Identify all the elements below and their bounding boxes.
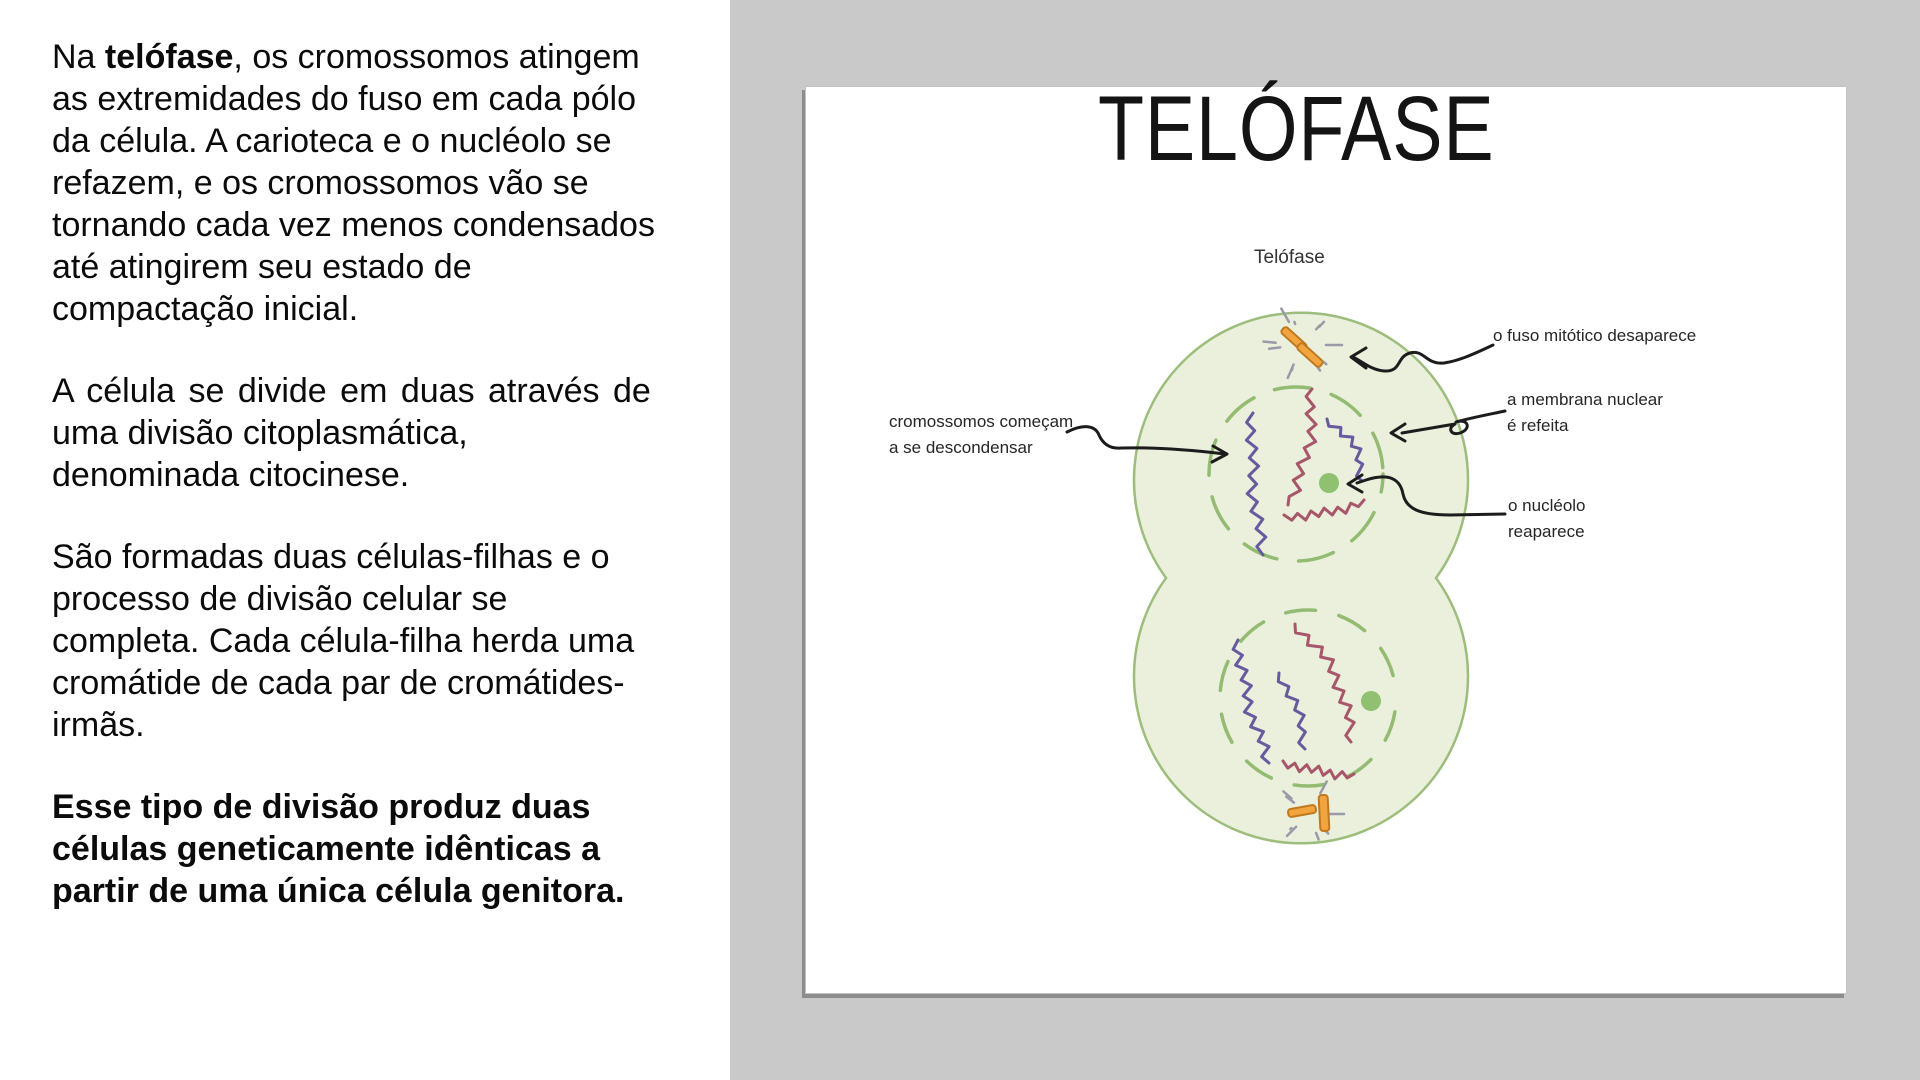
centrioles-top (1280, 326, 1324, 368)
chromosome-squiggle (1286, 387, 1318, 507)
chromosomes-top-cell (1244, 387, 1366, 557)
label-line: o fuso mitótico desaparece (1493, 326, 1697, 345)
annotation-arrows (1065, 343, 1507, 517)
paragraph-telophase-intro: Na telófase, os cromossomos atingem as e… (52, 36, 730, 330)
text-run: Na (52, 38, 105, 76)
telophase-diagram (1065, 307, 1507, 845)
text-line: células geneticamente idênticas a (52, 830, 601, 868)
aster-ray (1293, 320, 1297, 326)
aster-ray (1314, 831, 1320, 841)
text-run-bold-telofase: telófase (104, 38, 234, 76)
aster-ray (1290, 367, 1294, 372)
chromosome-squiggle (1293, 622, 1356, 744)
text-line: Na telófase, os cromossomos atingem (52, 36, 730, 78)
nucleolus-bottom-cell (1361, 691, 1381, 711)
label-nucleolus-reappears: o nucléolo reaparece (1508, 493, 1586, 545)
text-line: da célula. A carioteca e o nucléolo se (52, 122, 612, 160)
arrow-spindle (1349, 343, 1495, 373)
aster-ray (1314, 324, 1321, 331)
slide-title: TELÓFASE (1098, 78, 1495, 180)
centriole-icon (1296, 342, 1324, 368)
text-line: uma divisão citoplasmática, (52, 414, 468, 452)
text-panel: Na telófase, os cromossomos atingem as e… (0, 0, 730, 1080)
paragraph-cytokinesis: A célula se divide em duas através de um… (52, 370, 730, 496)
centriole-icon (1286, 804, 1318, 818)
aster-ray (1285, 825, 1298, 838)
aster-rays-top (1262, 307, 1344, 380)
aster-ray (1262, 340, 1277, 344)
label-line: reaparece (1508, 522, 1585, 541)
chromosomes-bottom-cell (1231, 622, 1356, 781)
label-line: a se descondensar (889, 438, 1033, 457)
chromosome-squiggle (1244, 411, 1268, 557)
text-line: completa. Cada célula-filha herda uma (52, 622, 635, 660)
arrow-nucleolus (1346, 473, 1507, 517)
paragraph-identical-cells: Esse tipo de divisão produz duas células… (52, 786, 730, 912)
label-line: cromossomos começam (889, 412, 1074, 431)
paragraph-daughter-cells: São formadas duas células-filhas e o pro… (52, 536, 730, 746)
text-line: as extremidades do fuso em cada pólo (52, 80, 637, 118)
aster-ray (1286, 363, 1295, 380)
chromosome-squiggle (1276, 671, 1307, 751)
text-line: irmãs. (52, 706, 145, 744)
nuclear-envelope-top-cell (1207, 385, 1385, 563)
text-run: , os cromossomos atingem (233, 38, 640, 76)
chromosome-squiggle (1282, 498, 1366, 522)
label-spindle-disappears: o fuso mitótico desaparece (1493, 323, 1696, 349)
text-line: até atingirem seu estado de (52, 248, 472, 286)
cell-pair-outline (1132, 311, 1470, 845)
text-line: Esse tipo de divisão produz duas (52, 788, 591, 826)
diagram-caption: Telófase (1254, 247, 1325, 268)
aster-ray (1289, 826, 1293, 831)
aster-ray (1280, 307, 1291, 324)
chromosome-squiggle (1281, 759, 1356, 781)
aster-ray (1282, 790, 1293, 800)
chromosome-squiggle (1325, 417, 1365, 483)
nucleolus-top-cell (1319, 473, 1339, 493)
nuclear-envelope-bottom-cell (1218, 608, 1398, 788)
label-nuclear-membrane: a membrana nuclear é refeita (1507, 387, 1663, 439)
arrow-membrane (1389, 409, 1507, 443)
text-line: compactação inicial. (52, 290, 359, 328)
text-line: processo de divisão celular se (52, 580, 508, 618)
chromosome-squiggle (1231, 638, 1271, 765)
label-line: é refeita (1507, 416, 1569, 435)
text-line: São formadas duas células-filhas e o (52, 538, 610, 576)
label-line: o nucléolo (1508, 496, 1586, 515)
text-line: refazem, e os cromossomos vão se (52, 164, 589, 202)
aster-ray (1319, 780, 1328, 795)
text-line: tornando cada vez menos condensados (52, 206, 655, 244)
aster-ray (1267, 346, 1282, 350)
text-line: A célula se divide em duas através de (52, 372, 651, 410)
aster-ray (1284, 795, 1296, 804)
centrioles-bottom (1286, 793, 1331, 833)
label-chromosomes-decondense: cromossomos começam a se descondensar (889, 409, 1073, 461)
text-line: denominada citocinese. (52, 456, 410, 494)
centriole-icon (1317, 793, 1331, 833)
text-line: partir de uma única célula genitora. (52, 872, 625, 910)
arrow-chromosomes (1065, 425, 1229, 464)
label-line: a membrana nuclear (1507, 390, 1663, 409)
slide-page: TELÓFASE (805, 78, 1847, 994)
text-line: cromátide de cada par de cromátides- (52, 664, 625, 702)
